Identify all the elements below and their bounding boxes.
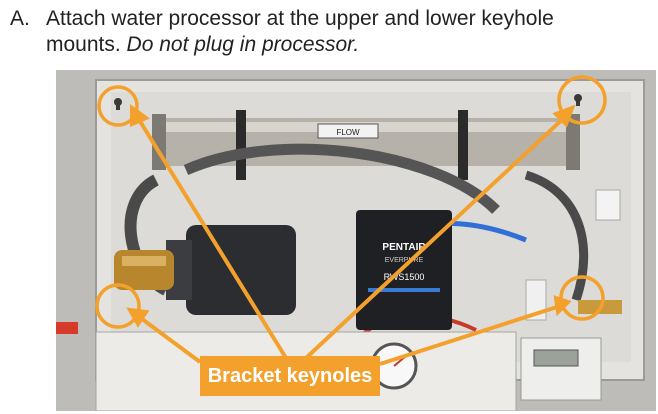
callout-label: Bracket keynoles [200, 356, 380, 396]
model-text: RWS1500 [384, 272, 425, 282]
brass-fitting-right [578, 300, 622, 314]
controller-box [356, 210, 452, 330]
pump-motor [186, 225, 296, 315]
brand-subtext: EVERPURE [385, 257, 424, 264]
flow-meter-display [533, 349, 579, 367]
controller-stripe [368, 288, 440, 292]
instruction-text: A. Attach water processor at the upper an… [10, 6, 650, 58]
instruction-line-2-text: mounts. [46, 33, 121, 56]
vessel-label: FLOW [336, 128, 360, 137]
strap-left [236, 110, 246, 180]
brass-pump-highlight [122, 256, 166, 266]
vessel-endcap-right [566, 114, 580, 170]
instruction-line-1-text: Attach water processor at the upper and … [46, 7, 554, 30]
strap-right [458, 110, 468, 180]
step-letter: A. [10, 7, 30, 30]
instruction-warning: Do not plug in processor. [126, 33, 360, 56]
instruction-line-1: A. Attach water processor at the upper an… [10, 6, 650, 32]
red-valve [56, 322, 78, 334]
fitting-right-top [595, 189, 621, 221]
brand-text: PENTAIR [382, 242, 426, 253]
flow-meter [520, 337, 602, 401]
white-fitting [525, 279, 547, 321]
instruction-line-2: mounts. Do not plug in processor. [10, 32, 650, 58]
vessel-endcap-left [152, 114, 166, 170]
